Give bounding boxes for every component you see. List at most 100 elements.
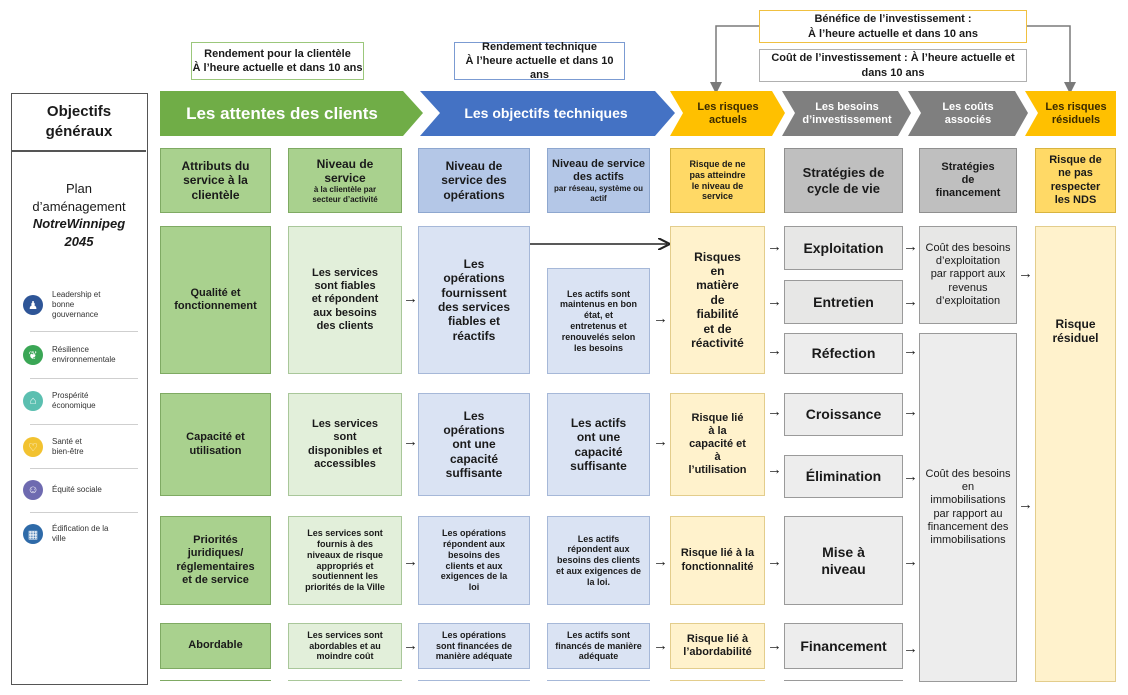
cell-line: financés de manière — [555, 640, 642, 651]
cell-line: Niveau de service — [552, 157, 645, 170]
cell-line: Risque lié — [691, 411, 744, 424]
cell-line: l’abordabilité — [683, 646, 752, 658]
goal-label-line: bonne — [52, 300, 75, 309]
cell-line: immobilisations — [930, 533, 1006, 546]
cell-line: manière adéquate — [435, 651, 513, 662]
header-line: Les risques — [697, 100, 759, 113]
cell-line: fiables et — [447, 314, 501, 329]
head-asset-service: Niveau de service des actifs par réseau,… — [547, 148, 650, 213]
client-return-note-line: À l’heure actuelle et dans 10 ans — [192, 62, 363, 74]
goal-leadership: ♟ Leadership et bonne gouvernance — [12, 286, 146, 324]
sidebar-title-line: Objectifs — [46, 103, 112, 120]
cell-line: Stratégies de — [802, 164, 885, 180]
chevron-client-expectations — [160, 91, 423, 136]
cell-line: capacité — [574, 444, 623, 459]
cell-line: Priorités — [193, 534, 238, 547]
operations-affordable: Les opérations sont financées de manière… — [418, 623, 530, 669]
goal-label: Édification de la ville — [52, 524, 108, 544]
cell-line: de — [961, 173, 975, 186]
cell-line: opérations — [443, 422, 505, 437]
cell-line: la loi. — [586, 576, 610, 587]
assets-priorities: Les actifs répondent aux besoins des cli… — [547, 516, 650, 605]
attr-priorities: Priorités juridiques/ réglementaires et … — [160, 516, 271, 605]
arrow-right-icon: → — [1018, 496, 1033, 513]
strategy-croissance: Croissance — [784, 393, 903, 436]
header-technical-objectives: Les objectifs techniques — [464, 105, 628, 122]
sidebar-title-line: généraux — [45, 122, 113, 140]
cell-line: sont — [333, 431, 357, 444]
investment-benefit-note-line: Bénéfice de l’investissement : — [814, 13, 972, 26]
arrow-right-icon: → — [403, 433, 418, 450]
connector-to-residual-risks — [1027, 25, 1076, 94]
cell-line: répondent aux — [442, 538, 505, 549]
cell-line: sont fiables — [314, 280, 376, 293]
cell-line: des actifs — [573, 170, 624, 183]
risk-capacity: Risque lié à la capacité et à l’utilisat… — [670, 393, 765, 496]
header-line: Les coûts — [942, 100, 994, 113]
cell-line: ont une — [576, 430, 621, 445]
goal-health: ♡ Santé et bien-être — [12, 428, 146, 466]
assets-quality: Les actifs sont maintenus en bon état, e… — [547, 268, 650, 374]
cell-line: clients et aux — [445, 560, 503, 571]
cell-line: à la clientèle par — [313, 185, 377, 195]
row-edge — [418, 680, 530, 683]
row-edge — [160, 680, 271, 683]
cell-line: fournis à des — [316, 538, 373, 549]
arrow-right-icon: → — [767, 342, 782, 359]
cell-line: des services — [437, 300, 511, 314]
goal-separator — [30, 331, 138, 332]
strategy-refection: Réfection — [784, 333, 903, 374]
goal-label: Santé et bien-être — [52, 437, 84, 457]
people-icon: ☺ — [23, 480, 43, 500]
goal-label-line: Résilience — [52, 345, 89, 354]
technical-return-note: Rendement technique À l’heure actuelle e… — [454, 41, 625, 81]
cell-line: Les services sont — [307, 528, 383, 539]
cell-line: Risque lié à — [686, 632, 749, 645]
cell-line: à — [714, 451, 721, 464]
cell-line: ont une — [452, 437, 496, 452]
risk-quality: Risques en matière de fiabilité et de ré… — [670, 226, 765, 374]
head-risk-not-reach: Risque de ne pas atteindre le niveau de … — [670, 148, 765, 213]
row-edge — [784, 680, 903, 683]
cell-line: ne pas — [1058, 167, 1093, 180]
arrow-right-icon: → — [767, 293, 782, 310]
cell-line: les NDS — [1054, 193, 1097, 206]
cell-line: suffisante — [570, 458, 627, 473]
cell-line: Capacité et — [186, 431, 245, 444]
cell-line: capacité et — [689, 437, 746, 450]
cell-line: utilisation — [189, 444, 242, 457]
client-return-note-line: Rendement pour la clientèle — [204, 47, 351, 60]
investment-cost-note-line: Coût de l’investissement : À l’heure act… — [771, 52, 1015, 65]
strategy-exploitation: Exploitation — [784, 226, 903, 270]
cell-line: juridiques/ — [187, 547, 244, 560]
investment-benefit-note-line: À l’heure actuelle et dans 10 ans — [808, 27, 978, 40]
strategy-entretien: Entretien — [784, 280, 903, 324]
head-service-attributes: Attributs du service à la clientèle — [160, 148, 271, 213]
cell-line: disponibles et — [308, 444, 382, 457]
cell-line: cycle de vie — [807, 180, 880, 196]
cell-line: opérations — [443, 187, 505, 202]
arrow-right-icon: → — [903, 640, 918, 657]
attr-capacity: Capacité et utilisation — [160, 393, 271, 496]
goal-label-line: Édification de la — [52, 524, 109, 533]
cell-line: Les actifs sont — [566, 629, 631, 640]
heart-icon: ♡ — [23, 437, 43, 457]
cell-line: réactifs — [452, 328, 496, 343]
chevron-associated-costs — [908, 91, 1028, 136]
cell-line: Les — [463, 408, 485, 423]
assets-capacity: Les actifs ont une capacité suffisante — [547, 393, 650, 496]
cell-line: soutiennent les — [311, 571, 378, 582]
chevron-header — [160, 91, 1116, 136]
cell-line: service — [701, 191, 734, 202]
cell-line: niveau — [821, 560, 866, 577]
cell-line: matière — [696, 278, 739, 293]
goal-label: Équité sociale — [52, 485, 102, 495]
operations-quality: Les opérations fournissent des services … — [418, 226, 530, 374]
header-line: Les risques — [1045, 100, 1107, 113]
service-capacity: Les services sont disponibles et accessi… — [288, 393, 402, 496]
cell-line: par rapport au — [933, 507, 1003, 520]
cell-line: revenus — [948, 281, 988, 294]
cell-line: besoins des — [447, 549, 501, 560]
cell-line: fonctionnalité — [681, 560, 754, 573]
cell-line: priorités de la Ville — [305, 582, 385, 593]
